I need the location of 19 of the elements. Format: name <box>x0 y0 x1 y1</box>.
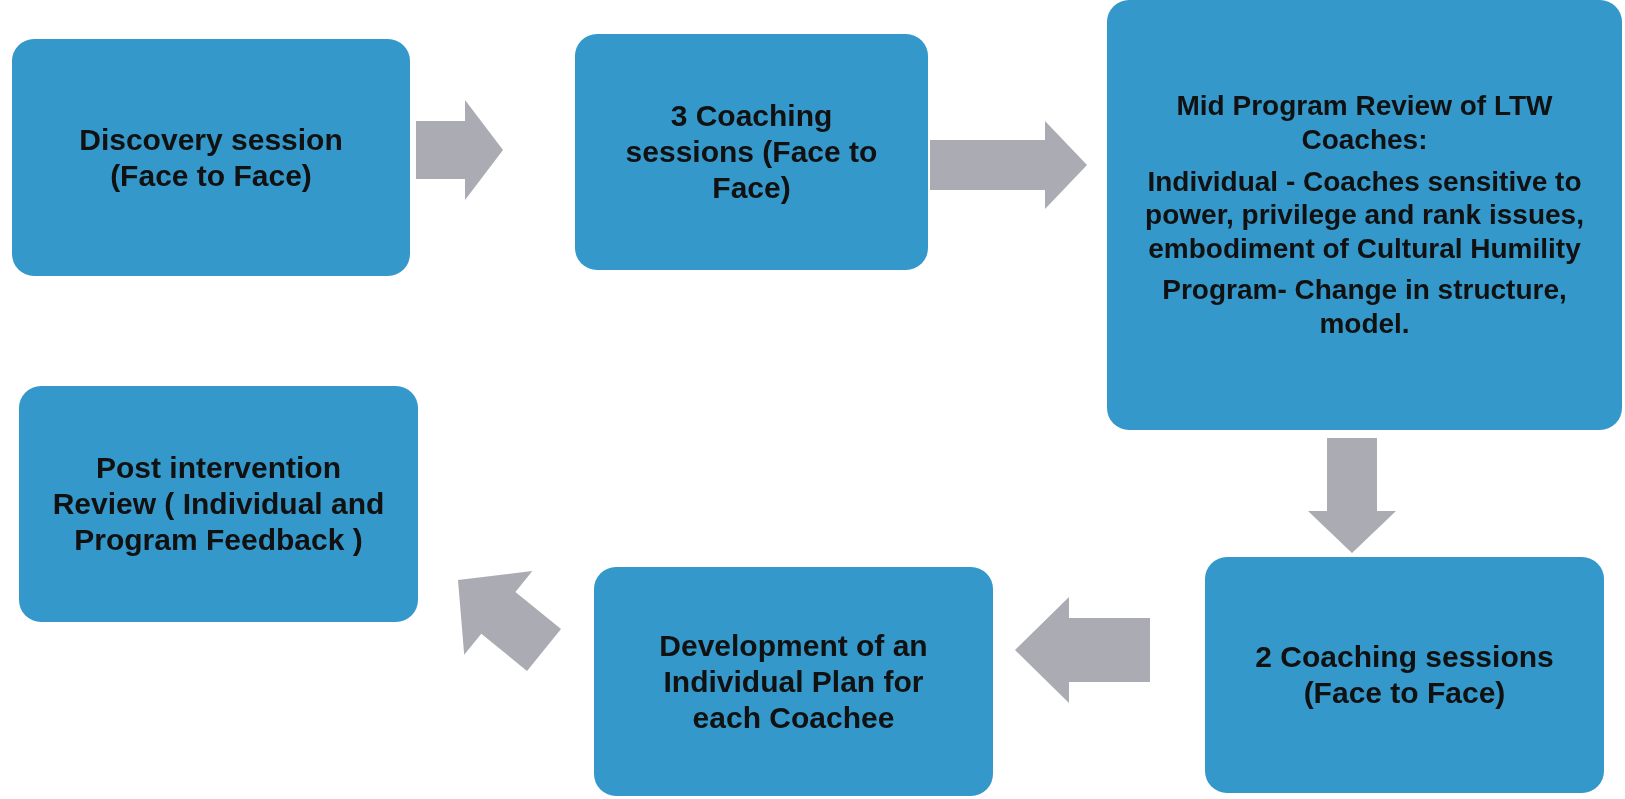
box-text: Post intervention Review ( Individual and Program Feedback ) <box>51 450 386 558</box>
box-text: Mid Program Review of LTW Coaches: <box>1175 89 1554 157</box>
box-text: Program- Change in structure, model. <box>1161 273 1568 341</box>
process-box <box>1205 557 1604 793</box>
box-text: Discovery session (Face to Face) <box>78 121 344 194</box>
block-arrow <box>1015 597 1150 703</box>
block-arrow <box>1308 438 1396 553</box>
process-box <box>19 386 418 622</box>
box-text: 3 Coaching sessions (Face to Face) <box>625 98 878 206</box>
box-text: Individual - Coaches sensitive to power, privilege and rank issues, embodiment of Cultural Humility <box>1144 164 1585 266</box>
box-text: Development of an Individual Plan for each Coachee <box>658 627 929 736</box>
block-arrow <box>930 121 1087 209</box>
process-box <box>12 39 410 276</box>
process-box <box>1107 0 1622 430</box>
block-arrow <box>416 100 503 200</box>
process-box <box>575 34 928 270</box>
box-text: 2 Coaching sessions (Face to Face) <box>1254 639 1555 711</box>
process-box <box>594 567 993 796</box>
block-arrow <box>458 570 561 671</box>
